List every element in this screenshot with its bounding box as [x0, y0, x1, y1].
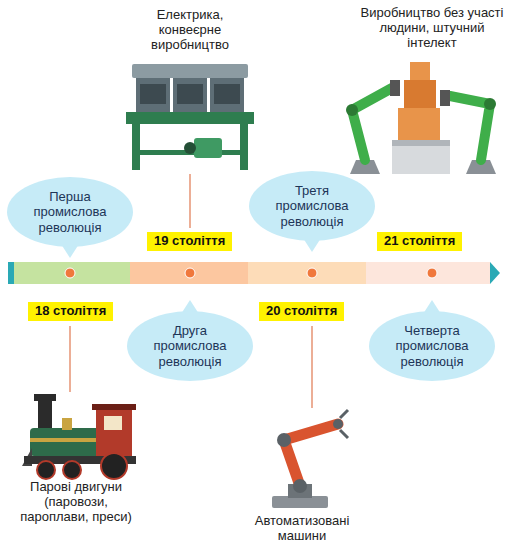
timeline-bar: [8, 262, 500, 284]
revolution-bubble: Перша промислова революція: [6, 176, 134, 248]
caption-text: Електрика, конвеєрне виробництво: [128, 8, 252, 53]
century-label: 18 століття: [35, 303, 106, 320]
caption-text: Виробництво без участі людини, штучний і…: [357, 6, 506, 51]
century-tag: 18 століття: [28, 302, 113, 321]
revolution-name: Третя промислова революція: [266, 183, 358, 230]
century-label: 19 століття: [154, 233, 225, 250]
century-tag: 21 століття: [377, 232, 462, 251]
steam-locomotive: [22, 394, 136, 479]
revolution-bubble: Четверта промислова революція: [368, 310, 496, 382]
century-label: 20 століття: [266, 303, 337, 320]
revolution-bubble: Друга промислова революція: [126, 310, 254, 382]
bubble-ellipse: [7, 177, 133, 247]
robot-arm: [272, 410, 348, 508]
century-tag: 19 століття: [147, 232, 232, 251]
century-tag: 20 століття: [259, 302, 344, 321]
caption-text: Автоматизовані машини: [240, 514, 364, 544]
revolution-bubble: Третя промислова революція: [248, 170, 376, 242]
revolution-name: Друга промислова революція: [144, 323, 236, 370]
bubble-ellipse: [369, 311, 495, 381]
revolution-name: Четверта промислова революція: [386, 323, 478, 370]
caption-text: Парові двигуни (паровози, пароплави, пре…: [20, 480, 132, 525]
conveyor-machine: [126, 64, 254, 170]
bubble-ellipse: [249, 171, 375, 241]
revolution-name: Перша промислова революція: [24, 189, 116, 236]
century-label: 21 століття: [384, 233, 455, 250]
bubble-ellipse: [127, 311, 253, 381]
robot-arms: [346, 62, 496, 174]
